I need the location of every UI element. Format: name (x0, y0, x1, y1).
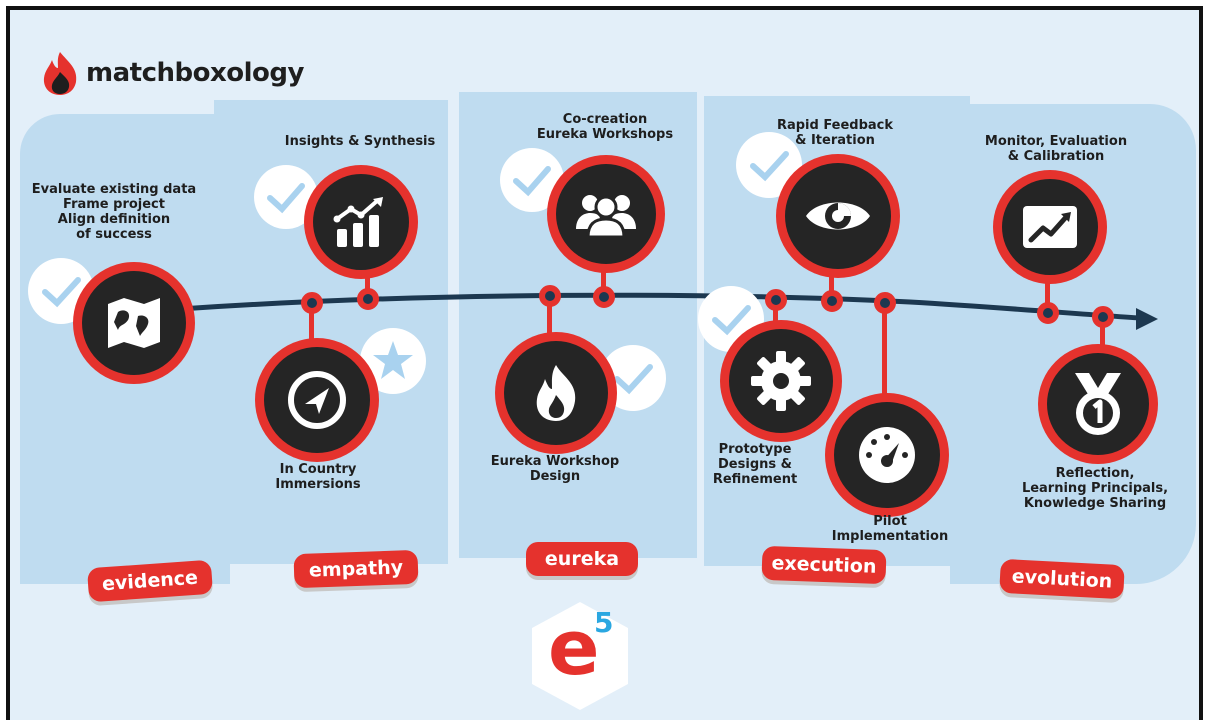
stem-prototype (773, 302, 778, 332)
stem-monitor (1045, 266, 1050, 310)
label-monitor: Monitor, Evaluation & Calibration (976, 134, 1136, 164)
timeline-dot (765, 289, 787, 311)
node-rapid-feedback (776, 154, 900, 278)
node-insights (304, 165, 418, 279)
brand-name: matchboxology (86, 58, 304, 88)
label-line: Designs & (718, 457, 792, 472)
label-line: Refinement (712, 472, 798, 487)
node-evaluate (73, 262, 195, 384)
label-line: Eureka Workshop (490, 454, 620, 469)
label-line: Frame project (63, 197, 165, 212)
node-prototype (720, 320, 842, 442)
label-line: Align definition (57, 212, 171, 227)
label-line: Pilot (873, 514, 907, 529)
label-line: Implementation (831, 529, 949, 544)
timeline-dot (357, 288, 379, 310)
flame-icon (536, 365, 576, 421)
timeline-dot (301, 292, 323, 314)
phase-execution: execution (761, 545, 887, 585)
label-evaluate: Evaluate existing data Frame project Ali… (30, 182, 198, 242)
label-line: Reflection, (1055, 466, 1135, 481)
label-line: Prototype (718, 442, 792, 457)
badge-exponent: 5 (594, 606, 614, 639)
phase-empathy: empathy (293, 549, 419, 589)
timeline-dot (1037, 302, 1059, 324)
label-reflection: Reflection, Learning Principals, Knowled… (1010, 466, 1180, 511)
people-icon (576, 195, 636, 239)
stem-pilot (882, 306, 887, 398)
node-reflection (1038, 344, 1158, 464)
timeline-dot (874, 292, 896, 314)
timeline-dot (821, 290, 843, 312)
check-icon (513, 166, 551, 197)
label-line: Evaluate existing data (31, 182, 197, 197)
stem-immersions (309, 306, 314, 346)
label-line: Design (529, 469, 581, 484)
brand-logo: matchboxology (40, 50, 304, 96)
growth-chart-icon (333, 197, 383, 247)
label-workshop-design: Eureka Workshop Design (475, 454, 635, 484)
stem-workshop (547, 300, 552, 340)
hexagon-icon (532, 602, 628, 710)
label-line: Eureka Workshops (536, 127, 674, 142)
label-prototype: Prototype Designs & Refinement (700, 442, 810, 487)
map-icon (108, 298, 160, 348)
label-insights: Insights & Synthesis (280, 134, 440, 149)
flame-icon (43, 52, 77, 95)
node-workshop-design (495, 332, 617, 454)
timeline-dot (539, 285, 561, 307)
check-icon (614, 364, 653, 395)
label-line: & Calibration (1007, 149, 1105, 164)
node-cocreation (547, 155, 665, 273)
timeline-dot (593, 286, 615, 308)
diagram-canvas: matchboxology (6, 6, 1203, 720)
label-cocreation: Co-creation Eureka Workshops (520, 112, 690, 142)
gear-icon (751, 351, 811, 411)
label-line: & Iteration (795, 133, 875, 148)
e5-badge: e 5 (528, 600, 632, 712)
label-rapid-feedback: Rapid Feedback & Iteration (760, 118, 910, 148)
label-line: Learning Principals, (1021, 481, 1169, 496)
label-immersions: In Country Immersions (258, 462, 378, 492)
stem-feedback (829, 258, 834, 300)
node-monitor (993, 170, 1107, 284)
label-line: In Country (279, 462, 357, 477)
label-line: Rapid Feedback (776, 118, 894, 133)
check-icon (750, 151, 789, 182)
phase-evolution: evolution (999, 558, 1125, 600)
label-line: Co-creation (562, 112, 648, 127)
label-line: Insights & Synthesis (284, 134, 436, 149)
check-icon (267, 183, 305, 214)
medal-icon (1075, 373, 1121, 435)
label-line: Knowledge Sharing (1023, 496, 1167, 511)
badge-letter: e (548, 603, 600, 692)
node-immersions (255, 338, 379, 462)
eye-icon (806, 202, 870, 230)
phase-eureka: eureka (526, 542, 638, 576)
label-line: Immersions (275, 477, 361, 492)
stem-reflection (1100, 316, 1105, 352)
timeline-dot (1092, 306, 1114, 328)
trend-screen-icon (1023, 206, 1077, 248)
compass-icon (288, 371, 346, 429)
node-pilot (825, 393, 949, 517)
label-pilot: Pilot Implementation (820, 514, 960, 544)
star-icon (373, 341, 413, 379)
label-line: of success (76, 227, 152, 242)
check-icon (42, 277, 81, 308)
gauge-icon (859, 427, 915, 483)
check-icon (712, 305, 751, 336)
label-line: Monitor, Evaluation (984, 134, 1128, 149)
